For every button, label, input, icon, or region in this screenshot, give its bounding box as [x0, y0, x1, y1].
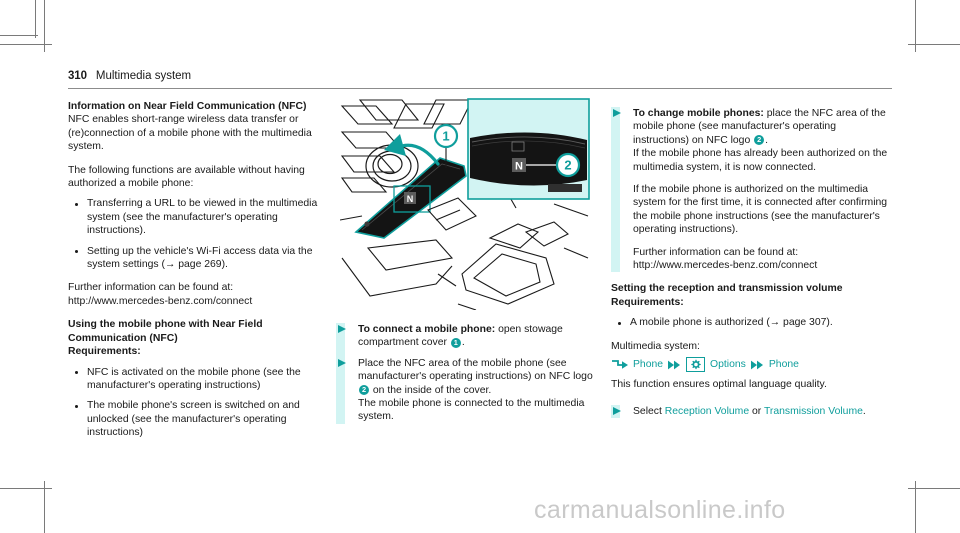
menu-item-options[interactable]: Options — [710, 358, 746, 370]
step-bold-lead: To connect a mobile phone: — [358, 324, 496, 335]
further-information-paragraph: Further information can be found at: htt… — [68, 282, 253, 307]
menu-path: Phone Options Phone — [611, 357, 892, 373]
available-functions-lead: The following functions are available wi… — [68, 164, 305, 190]
menu-term-transmission-volume[interactable]: Transmission Volume — [763, 405, 863, 417]
gear-icon[interactable] — [686, 357, 706, 373]
volume-note: This function ensures optimal language q… — [611, 379, 827, 391]
callout-badge: 2 — [359, 385, 369, 396]
hook-arrow-icon — [612, 360, 628, 369]
callout-2-label: 2 — [564, 158, 571, 173]
header-divider — [68, 88, 892, 89]
list-item: NFC is activated on the mobile phone (se… — [68, 366, 326, 393]
step-bold-lead: To change mobile phones: — [633, 108, 764, 119]
callout-badge: 2 — [754, 135, 765, 146]
double-chevron-icon — [668, 360, 681, 369]
nfc-intro-paragraph: NFC enables short-range wireless data tr… — [68, 114, 312, 153]
callout-badge: 1 — [450, 337, 461, 348]
step-select-volume: Select Reception Volume or Transmission … — [613, 405, 892, 418]
triangle-arrow-icon — [338, 325, 346, 334]
select-middle: or — [749, 405, 764, 417]
console-illustration-svg: N 1 — [339, 98, 590, 311]
step-text: place the NFC area of the mobile phone (… — [633, 108, 886, 146]
menu-term-reception-volume[interactable]: Reception Volume — [664, 405, 750, 417]
step-connect-phone: To connect a mobile phone: open stowage … — [338, 323, 594, 350]
available-functions-list: Transferring a URL to be viewed in the m… — [68, 197, 326, 271]
list-item: Transferring a URL to be viewed in the m… — [68, 197, 326, 237]
page-number: 310 — [68, 70, 87, 82]
multimedia-system-label: Multimedia system: — [611, 340, 700, 352]
list-item: The mobile phone's screen is switched on… — [68, 399, 326, 439]
step-change-mobile-phones: To change mobile phones: place the NFC a… — [613, 107, 892, 272]
svg-text:N: N — [407, 194, 414, 204]
volume-requirements-list: A mobile phone is authorized (→ page 307… — [611, 316, 892, 329]
triangle-arrow-icon — [613, 406, 621, 415]
select-prefix: Select — [633, 405, 665, 417]
left-column: Information on Near Field Communication … — [68, 100, 326, 440]
triangle-arrow-icon — [613, 109, 621, 118]
double-chevron-icon — [750, 360, 763, 369]
callout-1-label: 1 — [442, 129, 449, 144]
requirements-label: Requirements: — [611, 296, 684, 308]
menu-item-phone-2[interactable]: Phone — [768, 358, 799, 370]
watermark: carmanualsonline.info — [534, 496, 786, 524]
section-heading-using-nfc: Using the mobile phone with Near Field C… — [68, 319, 263, 344]
console-illustration: N 1 — [339, 98, 590, 311]
instruction-band — [611, 107, 620, 273]
requirements-list: NFC is activated on the mobile phone (se… — [68, 366, 326, 440]
list-item: A mobile phone is authorized (→ page 307… — [611, 316, 892, 329]
page-header: 310 Multimedia system — [68, 70, 892, 82]
list-item: Setting up the vehicle's Wi-Fi access da… — [68, 245, 326, 272]
gear-glyph — [691, 359, 701, 370]
nfc-logo-icon: N — [515, 161, 523, 173]
section-heading-nfc-info: Information on Near Field Communication … — [68, 101, 307, 112]
step-text-tail: . — [461, 337, 465, 349]
step-text-tail: on the inside of the cover. — [370, 384, 492, 396]
select-volume-instruction: Select Reception Volume or Transmission … — [611, 404, 892, 418]
section-heading-volume: Setting the reception and transmission v… — [611, 283, 843, 295]
connect-phone-instructions: To connect a mobile phone: open stowage … — [336, 323, 594, 424]
step-text-tail: . — [765, 134, 769, 146]
change-phone-instructions: To change mobile phones: place the NFC a… — [611, 107, 892, 273]
select-suffix: . — [862, 405, 866, 417]
requirements-label: Requirements: — [68, 346, 141, 358]
step-text: open stowage compartment cover — [358, 324, 563, 349]
right-column: To change mobile phones: place the NFC a… — [611, 100, 892, 418]
step-continuation: The mobile phone is connected to the mul… — [358, 398, 585, 423]
step-continuation: If the mobile phone has already been aut… — [633, 148, 888, 173]
step-paragraph-3: Further information can be found at: htt… — [633, 246, 818, 272]
triangle-arrow-icon — [338, 359, 346, 367]
menu-item-phone[interactable]: Phone — [633, 358, 664, 370]
middle-column: To connect a mobile phone: open stowage … — [336, 316, 594, 424]
step-paragraph-2: If the mobile phone is authorized on the… — [633, 184, 888, 236]
step-place-nfc-area: Place the NFC area of the mobile phone (… — [338, 357, 594, 424]
step-text: Place the NFC area of the mobile phone (… — [358, 357, 593, 383]
page-title: Multimedia system — [95, 70, 192, 82]
instruction-band — [336, 323, 345, 424]
